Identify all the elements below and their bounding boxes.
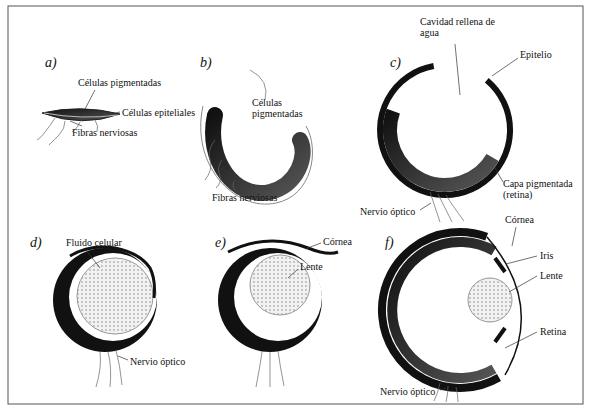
frame <box>8 6 583 404</box>
part-label: Nervio óptico <box>360 206 415 217</box>
part-label: Iris <box>540 250 553 261</box>
part-label: Células pigmentadas <box>252 97 314 119</box>
part-label: Nervio óptico <box>380 386 435 397</box>
panel-letter: b) <box>200 55 212 70</box>
part-label: Lente <box>540 270 563 281</box>
part-label: Nervio óptico <box>130 356 185 367</box>
panel-letter: c) <box>390 55 401 70</box>
leader-lines <box>70 44 537 390</box>
nerve-fibers <box>205 70 266 190</box>
fluid-eye <box>53 247 157 352</box>
complex-eye <box>382 232 521 388</box>
eyespot-patch <box>42 109 120 121</box>
lens-eye <box>218 241 338 352</box>
pinhole-eye <box>380 66 510 195</box>
part-label: Córnea <box>505 214 534 225</box>
panel-letter: f) <box>385 235 394 250</box>
optic-nerve <box>434 383 458 402</box>
optic-nerve <box>430 192 464 222</box>
part-label: Fibras nerviosas <box>212 192 277 203</box>
part-label: Capa pigmentada (retina) <box>503 178 579 200</box>
panel-letter: d) <box>30 235 42 250</box>
optic-nerve <box>96 350 122 387</box>
optic-nerve <box>256 351 284 387</box>
part-label: Lente <box>300 261 323 272</box>
panel-letter: e) <box>215 235 226 250</box>
part-label: Córnea <box>323 236 352 247</box>
eye-cup <box>201 106 313 204</box>
part-label: Células epiteliales <box>122 107 195 118</box>
part-label: Epitelio <box>520 49 552 60</box>
part-label: Fibras nerviosas <box>72 127 137 138</box>
part-label: Retina <box>540 326 566 337</box>
part-label: Cavidad rellena de agua <box>420 16 495 38</box>
panel-letter: a) <box>45 55 57 70</box>
part-label: Fluido celular <box>66 237 122 248</box>
part-label: Células pigmentadas <box>78 77 161 88</box>
